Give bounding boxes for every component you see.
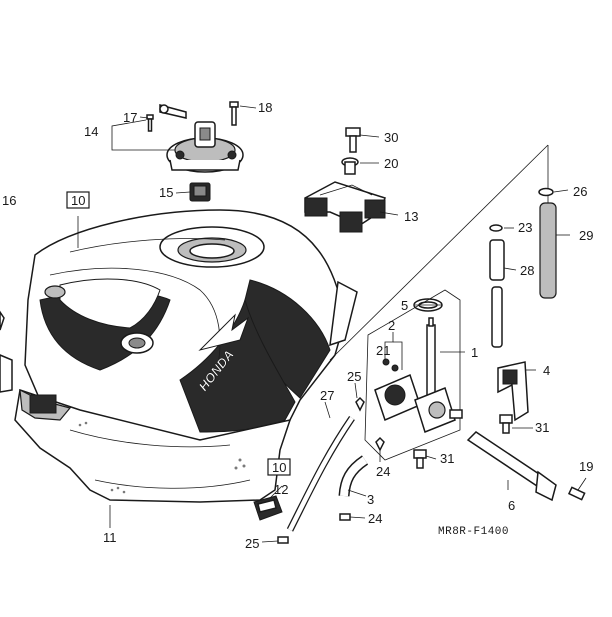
callout-24-lower: 24 bbox=[368, 511, 382, 526]
washer-26 bbox=[538, 187, 554, 197]
callout-19: 19 bbox=[579, 459, 593, 474]
clip-24-lower bbox=[339, 513, 351, 521]
callout-box-10-lower bbox=[267, 458, 291, 476]
breather-seal bbox=[189, 182, 211, 202]
callout-23: 23 bbox=[518, 220, 532, 235]
callout-10-lower: 10 bbox=[272, 460, 286, 475]
bolt-31-lower bbox=[413, 449, 427, 469]
callout-28: 28 bbox=[520, 263, 534, 278]
callout-13: 13 bbox=[404, 209, 418, 224]
callout-21: 21 bbox=[376, 343, 390, 358]
callout-29: 29 bbox=[579, 228, 593, 243]
callout-20: 20 bbox=[384, 156, 398, 171]
callout-box-10-upper bbox=[66, 191, 90, 209]
clip-23 bbox=[489, 224, 503, 232]
drawing-code: MR8R-F1400 bbox=[438, 526, 509, 538]
callout-4: 4 bbox=[543, 363, 550, 378]
callout-1: 1 bbox=[471, 345, 478, 360]
callout-11: 11 bbox=[103, 530, 117, 545]
callout-18: 18 bbox=[258, 100, 272, 115]
leader-lines bbox=[77, 105, 587, 543]
callout-5: 5 bbox=[401, 298, 408, 313]
clip-24-upper bbox=[375, 436, 385, 452]
callout-26: 26 bbox=[573, 184, 587, 199]
collar-20 bbox=[341, 157, 359, 175]
callout-30: 30 bbox=[384, 130, 398, 145]
tube-29 bbox=[539, 202, 557, 299]
clip-25-upper bbox=[355, 396, 365, 412]
callout-3: 3 bbox=[367, 492, 374, 507]
callout-31-lower: 31 bbox=[440, 451, 454, 466]
clip-25-lower bbox=[277, 536, 289, 544]
callout-16: 16 bbox=[2, 193, 16, 208]
callout-labels: 1 2 3 4 5 6 10 10 11 12 13 14 15 16 17 1… bbox=[2, 100, 593, 551]
drain-rod-6 bbox=[466, 431, 557, 502]
valve-bracket-4 bbox=[497, 361, 529, 422]
callout-2: 2 bbox=[388, 318, 395, 333]
callout-17: 17 bbox=[123, 110, 137, 125]
fuel-cap-assembly bbox=[146, 101, 244, 173]
callout-25-upper: 25 bbox=[347, 369, 361, 384]
callout-27: 27 bbox=[320, 388, 334, 403]
screw-21 bbox=[382, 358, 399, 372]
fuel-tank: HONDA bbox=[24, 209, 358, 441]
cushion-12 bbox=[253, 495, 283, 521]
bolt-30 bbox=[345, 127, 361, 153]
callout-15: 15 bbox=[159, 185, 173, 200]
callout-24-upper: 24 bbox=[376, 464, 390, 479]
callout-14: 14 bbox=[84, 124, 98, 139]
callout-31-right: 31 bbox=[535, 420, 549, 435]
callout-6: 6 bbox=[508, 498, 515, 513]
fuel-valve-assembly bbox=[364, 289, 463, 461]
screw-19 bbox=[567, 486, 586, 501]
tank-mount-bracket bbox=[304, 181, 386, 233]
left-edge-fragment bbox=[0, 354, 13, 393]
bolt-31-right bbox=[499, 414, 513, 434]
callout-25-lower: 25 bbox=[245, 536, 259, 551]
callout-10-upper: 10 bbox=[71, 193, 85, 208]
callout-12: 12 bbox=[274, 482, 288, 497]
lower-tank-cover bbox=[14, 388, 292, 503]
tube-28 bbox=[489, 239, 505, 348]
